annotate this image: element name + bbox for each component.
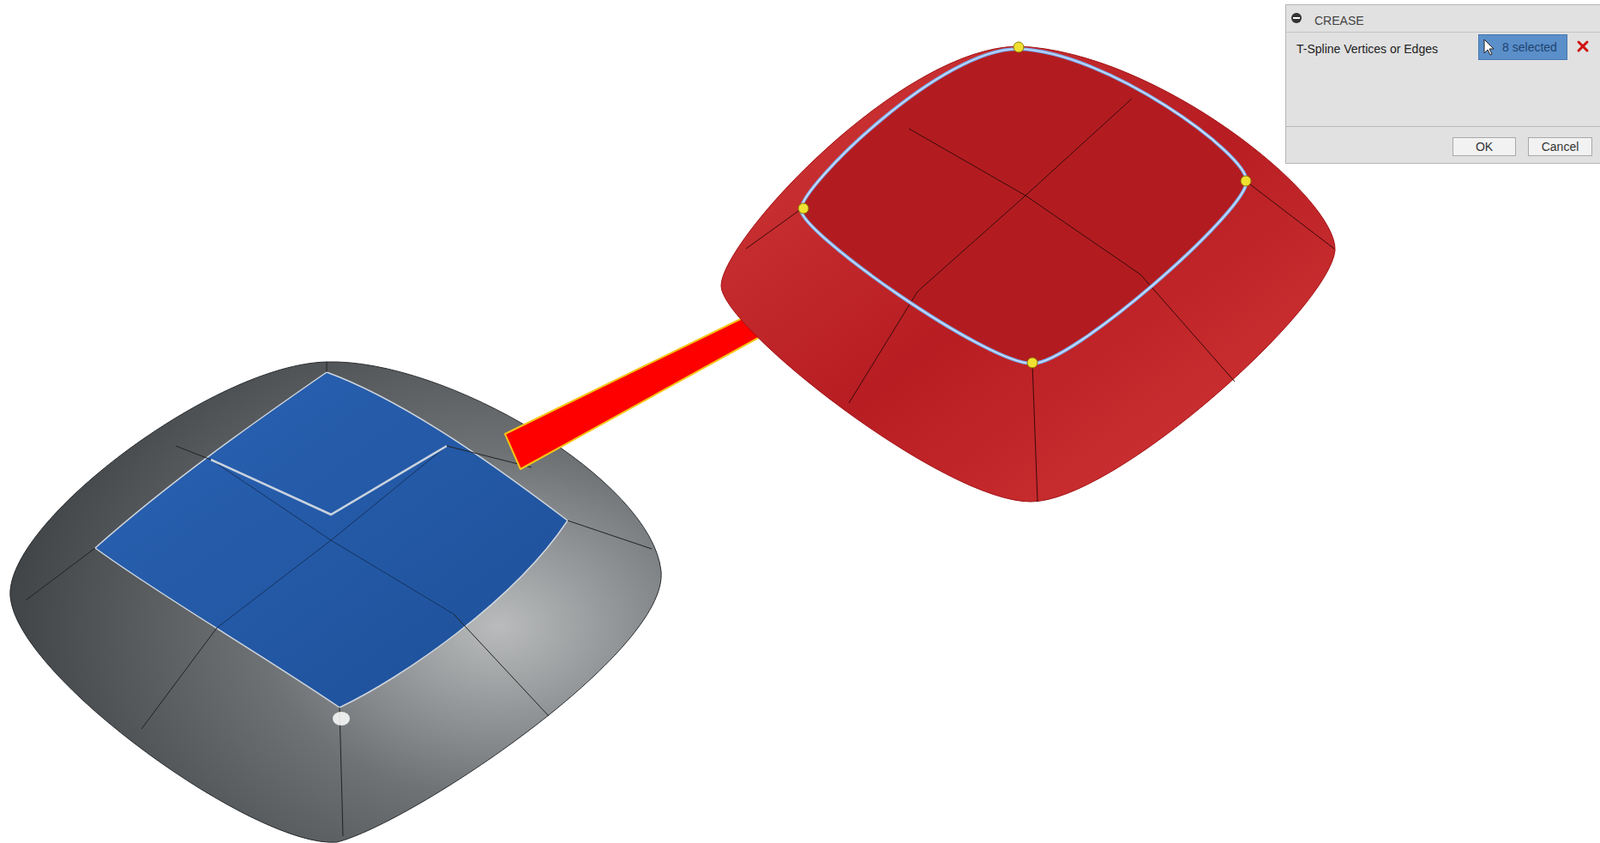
footer-divider — [1286, 126, 1600, 127]
creased-body — [721, 42, 1336, 502]
dialog-title: CREASE — [1314, 12, 1365, 29]
button-label: Cancel — [1541, 138, 1580, 155]
selection-count: 8 selected — [1502, 39, 1558, 55]
dialog-button: OK — [1452, 137, 1516, 157]
cursor-icon — [1484, 39, 1494, 55]
header-divider — [1286, 31, 1600, 33]
dialog-panel: 8 selectedOK Cancel CREASE T-Spline Vertice… — [1285, 4, 1600, 164]
field-label: T-Spline Vertices or Edges — [1296, 41, 1438, 57]
dialog-button: Cancel — [1527, 137, 1593, 157]
selection-field: 8 selected — [1478, 34, 1568, 61]
clear-icon — [1578, 42, 1588, 51]
collapse-icon — [1291, 12, 1302, 24]
button-label: OK — [1475, 138, 1493, 155]
